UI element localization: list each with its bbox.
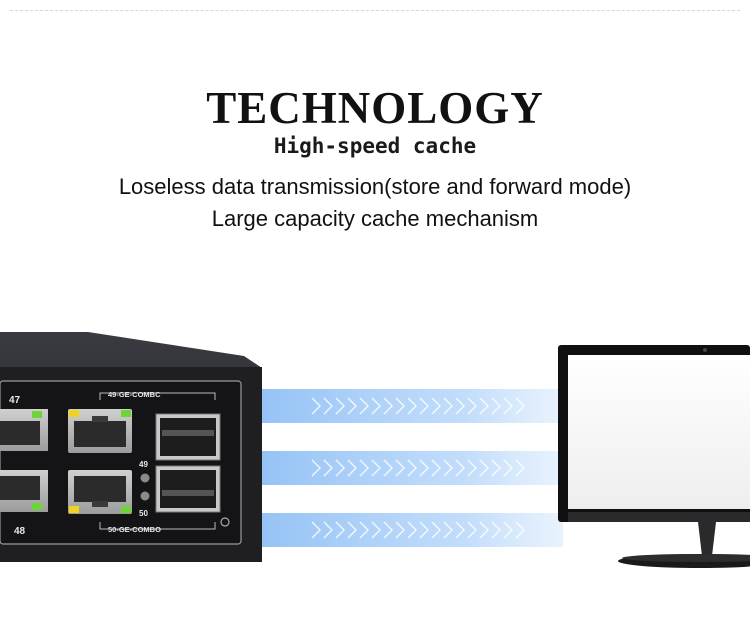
combo-label-bottom: 50-GE-COMBO: [108, 525, 161, 534]
data-stream-bottom: [258, 513, 563, 547]
sfp-slot-top: [155, 413, 221, 461]
top-divider: [10, 10, 740, 11]
feature-line-1: Loseless data transmission(store and for…: [118, 174, 632, 199]
page-subtitle: High-speed cache: [273, 134, 477, 158]
port-label-48: 48: [14, 526, 26, 537]
feature-line-2: Large capacity cache mechanism: [211, 206, 539, 231]
ground-screw-icon: [220, 517, 230, 527]
webcam-icon: [703, 348, 707, 352]
rj45-port-49: [68, 409, 132, 453]
rj45-port-50: [68, 470, 132, 514]
combo-label-top: 49-GE-COMBC: [108, 390, 161, 399]
data-stream-top: [258, 389, 563, 423]
network-switch: 47 48 49-GE-COMBC 50-GE-COMBO 49 50: [0, 332, 262, 562]
page-title: TECHNOLOGY: [206, 83, 544, 133]
rj45-port-left-bottom: [0, 470, 48, 512]
led-label-49: 49: [139, 460, 148, 469]
led-label-50: 50: [139, 509, 148, 518]
port-label-47: 47: [9, 395, 21, 406]
computer-monitor: [558, 345, 750, 568]
led-50-indicator: [140, 491, 150, 501]
data-stream-middle: [258, 451, 563, 485]
led-49-indicator: [140, 473, 150, 483]
rj45-port-left-top: [0, 409, 48, 451]
sfp-slot-bottom: [155, 465, 221, 513]
